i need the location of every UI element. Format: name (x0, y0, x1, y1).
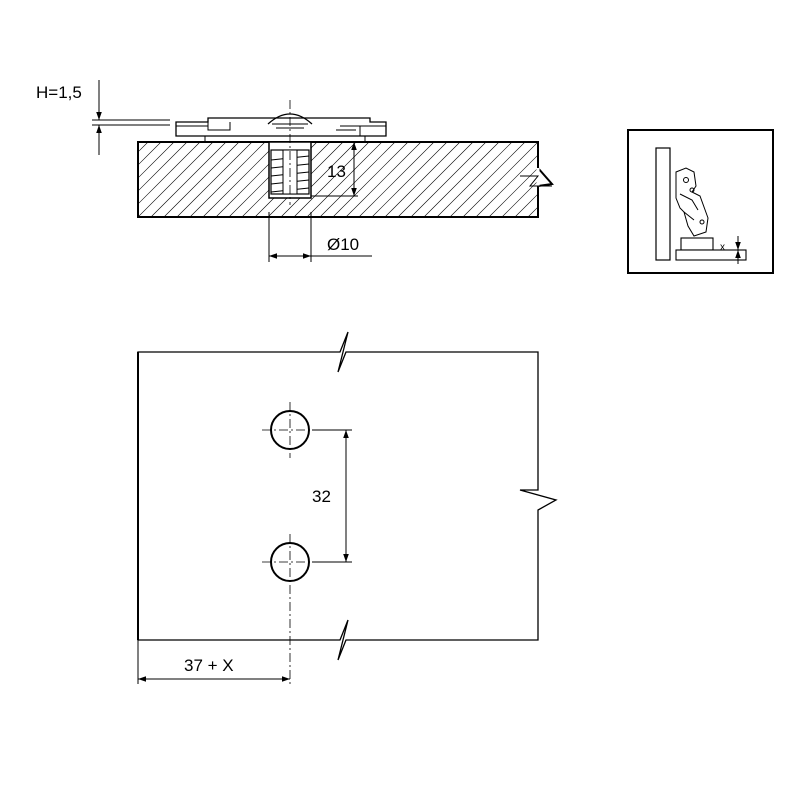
label-hole-diameter: Ø10 (327, 235, 359, 254)
break-mark (520, 175, 552, 187)
hatch-line (514, 193, 538, 217)
hatch-line (163, 142, 240, 217)
label-edge-distance: 37 + X (184, 656, 234, 675)
hatch-line (449, 142, 526, 217)
hatch-line (138, 142, 214, 217)
label-drill-depth: 13 (327, 162, 346, 181)
hatch-line (358, 142, 435, 217)
inset-hinge (675, 167, 709, 237)
dimension-hole-diameter: Ø10 (268, 212, 372, 262)
hatch-line (319, 142, 396, 217)
board-hatching (60, 142, 629, 217)
label-hole-spacing: 32 (312, 487, 331, 506)
hatch-line (384, 142, 461, 217)
hatch-line (138, 142, 162, 166)
hatch-line (462, 142, 538, 217)
hatch-line (60, 142, 135, 217)
label-inset-x: x (720, 242, 725, 253)
hatch-line (306, 142, 383, 217)
hatch-line (202, 142, 279, 217)
section-view: H=1,5 13 Ø10 (36, 80, 629, 262)
hatch-line (189, 142, 266, 217)
dimension-edge-distance: 37 + X (137, 640, 290, 684)
board-outline (137, 141, 554, 218)
hatch-line (488, 167, 538, 217)
dimension-hole-spacing: 32 (312, 429, 352, 563)
label-plate-height: H=1,5 (36, 83, 82, 102)
mounting-plate (175, 113, 387, 142)
hatch-line (371, 142, 448, 217)
hatch-line (436, 142, 513, 217)
hatch-line (397, 142, 474, 217)
hatch-line (138, 142, 175, 179)
hole-lower (262, 534, 318, 686)
panel-outline (137, 331, 558, 661)
hatch-line (410, 142, 487, 217)
hole-upper (262, 402, 318, 458)
hatch-line (138, 142, 149, 153)
hatch-line (138, 142, 188, 192)
hatch-line (176, 142, 253, 217)
hatch-line (423, 142, 500, 217)
hinge-detail-inset: x (627, 129, 774, 274)
hatch-line (554, 142, 629, 217)
hatch-line (475, 154, 538, 217)
dimension-plate-height: H=1,5 (36, 80, 170, 155)
hatch-line (501, 180, 538, 217)
hatch-line (280, 142, 357, 217)
dowel-in-hole (268, 100, 312, 205)
hatch-line (332, 142, 409, 217)
dimension-drill-depth: 13 (311, 142, 358, 197)
hatch-line (138, 142, 201, 205)
board-section (60, 141, 629, 218)
hatch-line (345, 142, 422, 217)
plan-view: 32 37 + X (137, 331, 558, 686)
hatch-line (150, 142, 227, 217)
inset-door-panel (655, 147, 671, 261)
hatch-line (541, 142, 616, 217)
